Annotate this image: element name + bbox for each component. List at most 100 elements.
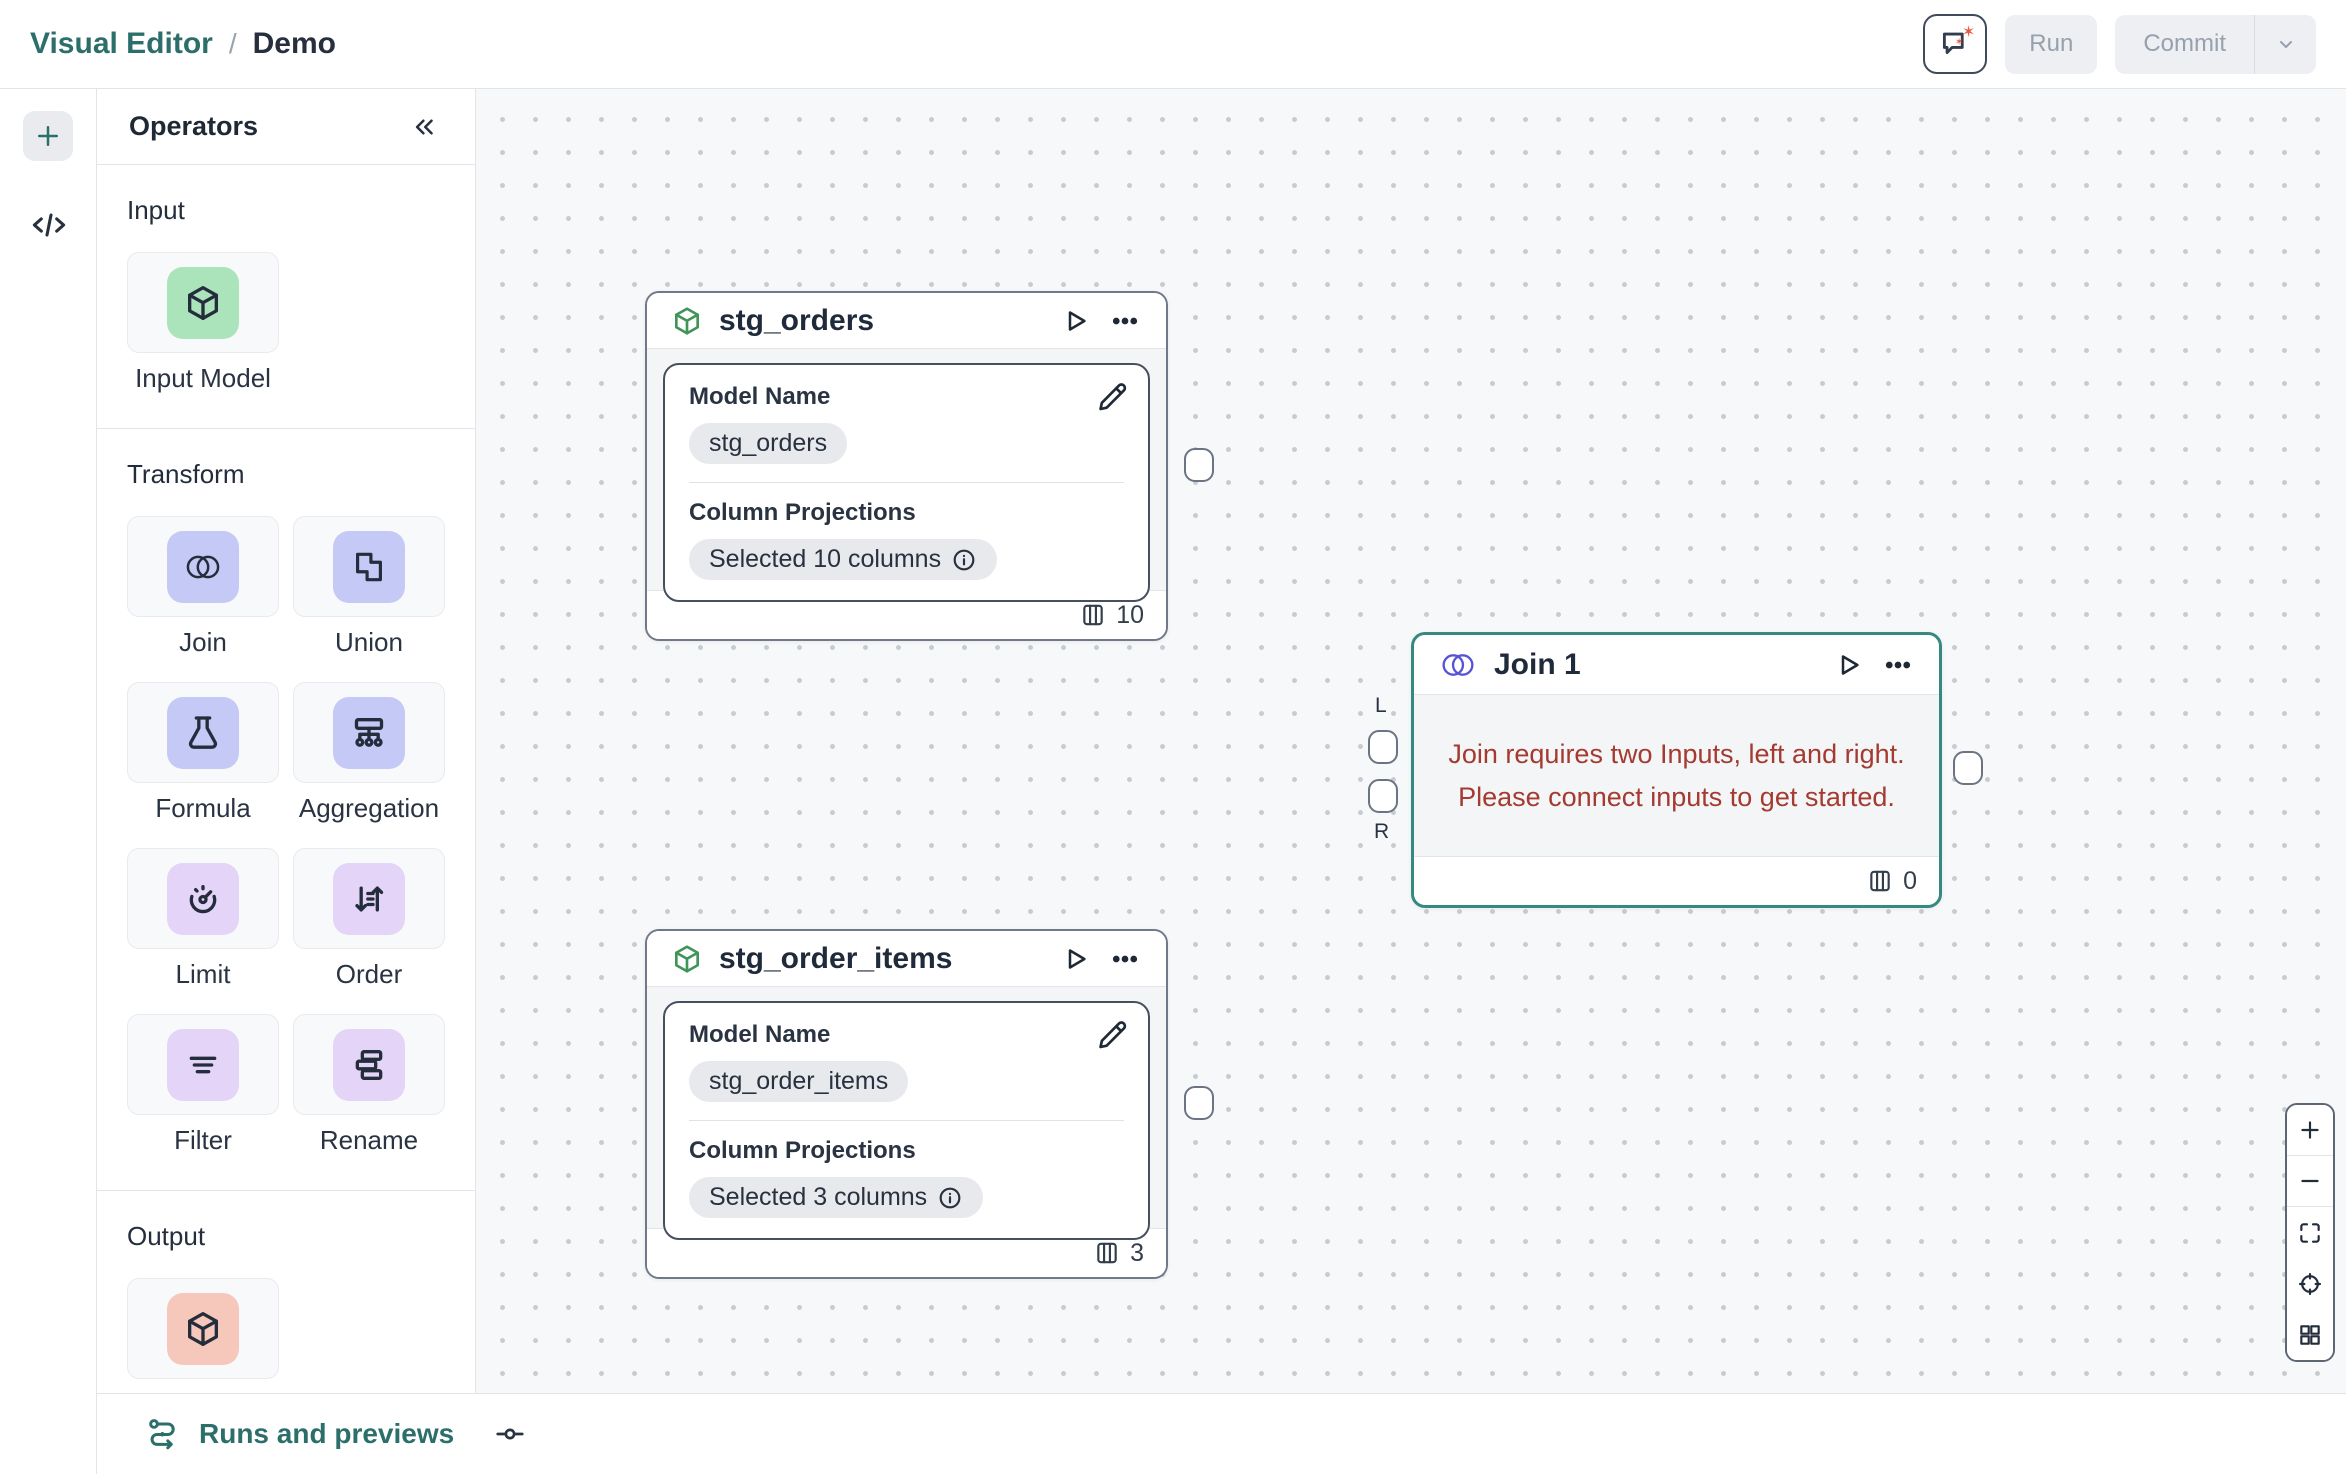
canvas-zoom-controls [2285,1103,2335,1362]
edit-model-name-button[interactable] [1096,1019,1128,1051]
column-projections-pill[interactable]: Selected 10 columns [689,539,998,580]
auto-layout-button[interactable] [2287,1309,2333,1360]
operator-card-formula[interactable] [127,682,279,783]
pin-panel-button[interactable] [494,1418,526,1450]
operator-card-aggregation[interactable] [293,682,445,783]
crosshair-icon [2297,1271,2323,1297]
node-stg-orders[interactable]: stg_orders Model Name [645,291,1168,641]
operator-item-union: Union [293,516,445,658]
locate-button[interactable] [2287,1258,2333,1309]
join-left-port-label: L [1375,694,1387,717]
join-output-handle[interactable] [1953,751,1983,785]
add-button[interactable] [23,111,73,161]
zoom-in-button[interactable] [2287,1105,2333,1156]
operator-card-join[interactable] [127,516,279,617]
commit-button[interactable]: Commit [2115,14,2254,74]
operator-card-order[interactable] [293,848,445,949]
operator-item-rename: Rename [293,1014,445,1156]
info-icon [951,547,977,573]
columns-count-icon [1867,868,1893,894]
cube-icon [167,1292,239,1365]
cube-icon [671,943,703,975]
operator-card-input-model[interactable] [127,252,279,353]
node-title: stg_order_items [719,941,953,975]
breadcrumb-separator: / [228,28,237,59]
commit-dropdown-button[interactable] [2254,14,2316,74]
play-button[interactable] [1831,648,1865,682]
node-join-1[interactable]: Join 1 Join requires two Inputs, [1411,632,1942,908]
run-button[interactable]: Run [2005,14,2098,74]
operator-label: Filter [174,1125,232,1155]
operator-label: Join [179,627,227,657]
flow-canvas[interactable]: stg_orders Model Name [476,89,2346,1393]
play-icon [1060,306,1090,336]
warning-line-1: Join requires two Inputs, left and right… [1448,739,1905,770]
operator-card-output-model[interactable] [127,1278,279,1379]
model-name-value-pill: stg_orders [689,423,848,464]
node-title: stg_orders [719,303,875,337]
fit-view-button[interactable] [2287,1207,2333,1258]
join-right-port-label: R [1374,820,1390,843]
node-menu-button[interactable] [1881,648,1915,682]
node-header: Join 1 [1414,635,1939,695]
node-header: stg_orders [647,293,1166,349]
ellipsis-icon [1110,306,1140,336]
column-projections-pill[interactable]: Selected 3 columns [689,1177,984,1218]
sparkle-icon: ✶ [1954,37,1964,48]
operator-card-rename[interactable] [293,1014,445,1115]
node-footer: 0 [1414,856,1939,905]
runs-and-previews-label: Runs and previews [199,1418,455,1449]
model-name-label: Model Name [689,383,831,410]
model-name-value-pill: stg_order_items [689,1061,909,1102]
fit-screen-icon [2297,1220,2323,1246]
operators-section-output: Output [97,1191,475,1393]
zoom-out-button[interactable] [2287,1156,2333,1207]
operator-card-union[interactable] [293,516,445,617]
column-projections-label: Column Projections [689,1137,916,1164]
node-body: Model Name stg_orders Column Projections [647,349,1166,602]
edit-model-name-button[interactable] [1096,381,1128,413]
operator-label: Input Model [135,363,271,393]
operator-item-join: Join [127,516,279,658]
operator-card-limit[interactable] [127,848,279,949]
flask-icon [167,696,239,769]
commit-split-button: Commit [2115,14,2316,74]
minus-icon [2297,1168,2323,1194]
node-menu-button[interactable] [1108,304,1142,338]
operator-item-aggregation: Aggregation [293,682,445,824]
join-warning-message: Join requires two Inputs, left and right… [1414,695,1939,856]
output-handle-stg-orders[interactable] [1184,448,1214,482]
commit-dot-icon [494,1418,526,1450]
column-count: 10 [1116,600,1144,629]
play-icon [1060,944,1090,974]
node-menu-button[interactable] [1108,942,1142,976]
divider [689,1120,1124,1121]
plus-icon [33,121,63,151]
operator-item-formula: Formula [127,682,279,824]
info-icon [937,1185,963,1211]
gauge-icon [167,862,239,935]
operator-label: Order [335,959,403,989]
operators-title: Operators [129,111,259,141]
column-count: 3 [1130,1238,1144,1267]
operators-section-input: Input Input Model [97,165,475,429]
ellipsis-icon [1110,944,1140,974]
join-right-input-handle[interactable] [1368,779,1398,813]
play-icon [1833,650,1863,680]
join-left-input-handle[interactable] [1368,730,1398,764]
output-handle-stg-order-items[interactable] [1184,1086,1214,1120]
projections-value: Selected 3 columns [709,1183,928,1211]
breadcrumb-visual-editor-link[interactable]: Visual Editor [30,27,213,60]
play-button[interactable] [1058,304,1092,338]
sort-arrows-icon [333,862,405,935]
play-button[interactable] [1058,942,1092,976]
code-view-button[interactable] [26,205,72,245]
ai-assistant-button[interactable]: ✶ ✶ [1923,14,1988,74]
runs-and-previews-button[interactable]: Runs and previews [145,1416,454,1452]
operator-card-filter[interactable] [127,1014,279,1115]
node-stg-order-items[interactable]: stg_order_items Model Name [645,929,1168,1279]
node-title: Join 1 [1494,647,1581,681]
ai-assistant-icon [1938,27,1972,61]
collapse-panel-button[interactable] [405,108,443,146]
tree-icon [333,696,405,769]
